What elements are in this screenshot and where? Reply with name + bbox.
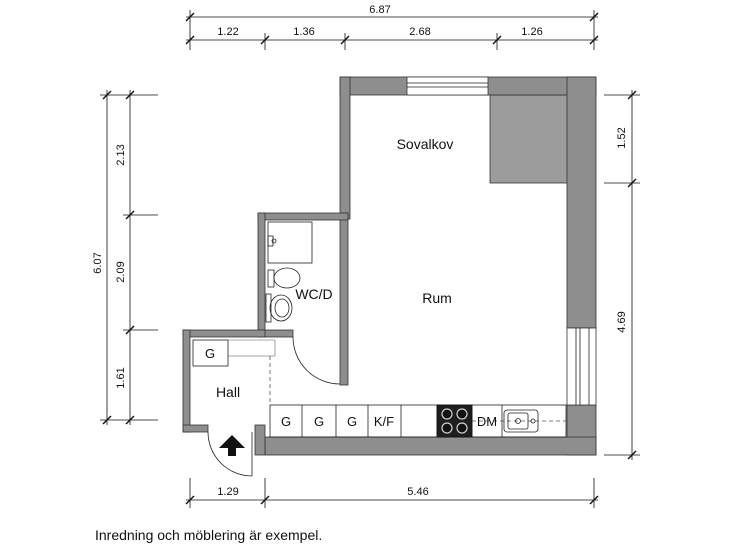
- caption: Inredning och möblering är exempel.: [95, 527, 322, 543]
- wall-entry-jamb: [254, 424, 266, 456]
- wall-wc-right: [339, 212, 349, 386]
- dim-top-seg-3: 2.68: [409, 26, 430, 38]
- hall-closet-label: G: [205, 346, 215, 361]
- alcove-block: [489, 94, 569, 184]
- hall-closet: G: [192, 339, 229, 367]
- kitchen-unit-1: G: [281, 414, 291, 429]
- dishwasher-label: DM: [477, 414, 497, 429]
- stove: [436, 404, 473, 438]
- hat-shelf: [228, 339, 276, 357]
- dimension-top: 6.87 1.22 1.36 2.68 1.26: [185, 4, 599, 50]
- dim-left-seg-3: 1.61: [115, 367, 127, 388]
- dim-top-seg-4: 1.26: [521, 26, 542, 38]
- wall-wc-left: [257, 212, 266, 338]
- room-label-hall: Hall: [216, 384, 240, 400]
- walls: [182, 76, 597, 456]
- window-top: [406, 76, 489, 96]
- dimension-left: 6.07 2.13 2.09 1.61: [92, 90, 158, 425]
- window-right: [566, 327, 597, 406]
- kitchen-unit-3: G: [347, 414, 357, 429]
- kitchen-unit-fridge: K/F: [374, 414, 394, 429]
- toilet: [267, 267, 301, 289]
- dim-right-seg-1: 1.52: [616, 127, 628, 148]
- wc-sink: [265, 293, 293, 323]
- shower: [267, 221, 313, 264]
- room-label-wc: WC/D: [295, 286, 332, 302]
- wall-left-upper: [339, 76, 351, 220]
- kitchen-sink: [503, 409, 539, 433]
- wall-bottom: [264, 436, 597, 456]
- wall-wc-top: [257, 212, 349, 221]
- dim-left-seg-2: 2.09: [115, 261, 127, 282]
- kitchen-unit-2: G: [314, 414, 324, 429]
- dim-bottom-seg-1: 1.29: [217, 486, 238, 498]
- wall-hall-left: [182, 329, 191, 433]
- room-label-rum: Rum: [422, 290, 452, 306]
- dim-left-seg-1: 2.13: [115, 144, 127, 165]
- wc-door: [292, 336, 341, 385]
- room-label-sovalkov: Sovalkov: [397, 136, 454, 152]
- wall-right-upper: [566, 76, 597, 329]
- wall-hall-top: [182, 329, 266, 338]
- dim-top-total: 6.87: [369, 4, 390, 16]
- wall-hall-bottom: [182, 424, 209, 433]
- entry-door: [207, 431, 253, 477]
- dim-top-seg-2: 1.36: [293, 26, 314, 38]
- dimension-bottom: 1.29 5.46: [185, 478, 599, 508]
- dim-bottom-seg-2: 5.46: [407, 486, 428, 498]
- entrance-arrow-icon: [219, 435, 245, 456]
- dim-right-seg-2: 4.69: [616, 311, 628, 332]
- dim-top-seg-1: 1.22: [217, 26, 238, 38]
- dim-left-total: 6.07: [92, 252, 104, 273]
- dimension-right: 1.52 4.69: [604, 90, 640, 460]
